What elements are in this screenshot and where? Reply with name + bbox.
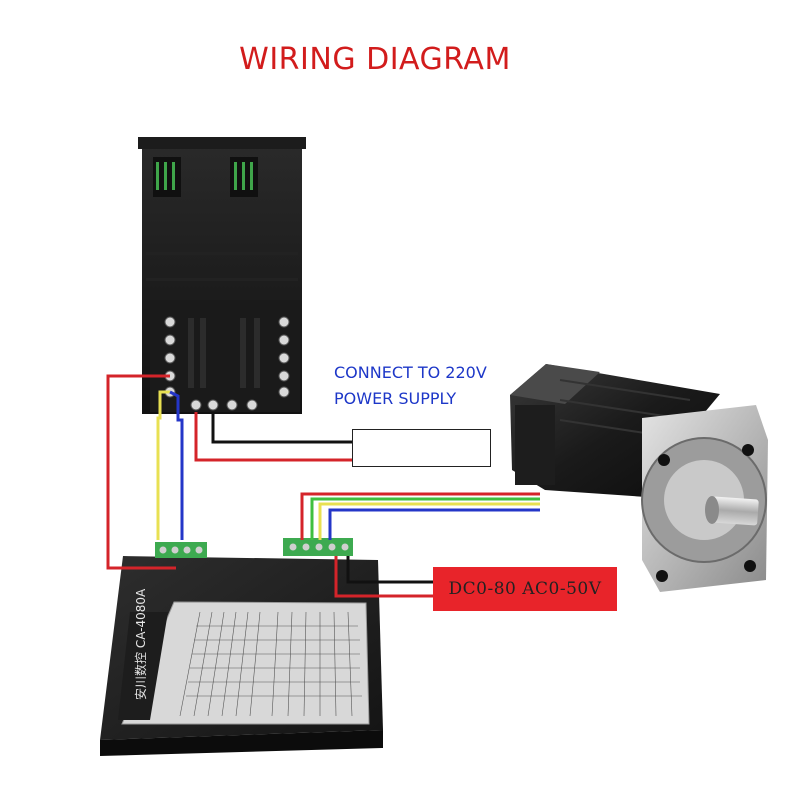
wire-motor-red	[300, 492, 540, 540]
wire-motor-blue	[328, 508, 540, 540]
wire-red-signal	[106, 374, 176, 570]
wire-blue-signal	[169, 390, 184, 540]
driver-model: CA-4080A	[134, 588, 148, 649]
wire-motor-yellow	[318, 502, 540, 540]
wire-yellow-signal	[156, 390, 170, 540]
driver-supply-box: DC0-80 AC0-50V	[433, 567, 617, 611]
power-note-line2: POWER SUPPLY	[334, 389, 457, 408]
wire-dc-black	[346, 556, 433, 584]
power-note: CONNECT TO 220V POWER SUPPLY	[334, 360, 487, 412]
power-supply-box	[352, 429, 491, 467]
driver-signal-terminal	[155, 542, 207, 558]
wire-motor-green	[310, 497, 540, 540]
wire-dc-red	[334, 556, 433, 598]
stepper-motor	[510, 364, 768, 592]
driver-supply-label: DC0-80 AC0-50V	[448, 579, 602, 599]
stepper-driver	[100, 538, 383, 756]
wire-red-power	[194, 412, 352, 462]
wires	[106, 374, 540, 598]
wire-black-power	[211, 412, 352, 444]
power-note-line1: CONNECT TO 220V	[334, 363, 487, 382]
driver-model-label: 安川数控 CA-4080A	[132, 589, 149, 700]
diagram-title: WIRING DIAGRAM	[239, 42, 511, 77]
controller-module	[138, 137, 306, 414]
driver-brand-cn: 安川数控	[134, 651, 148, 700]
